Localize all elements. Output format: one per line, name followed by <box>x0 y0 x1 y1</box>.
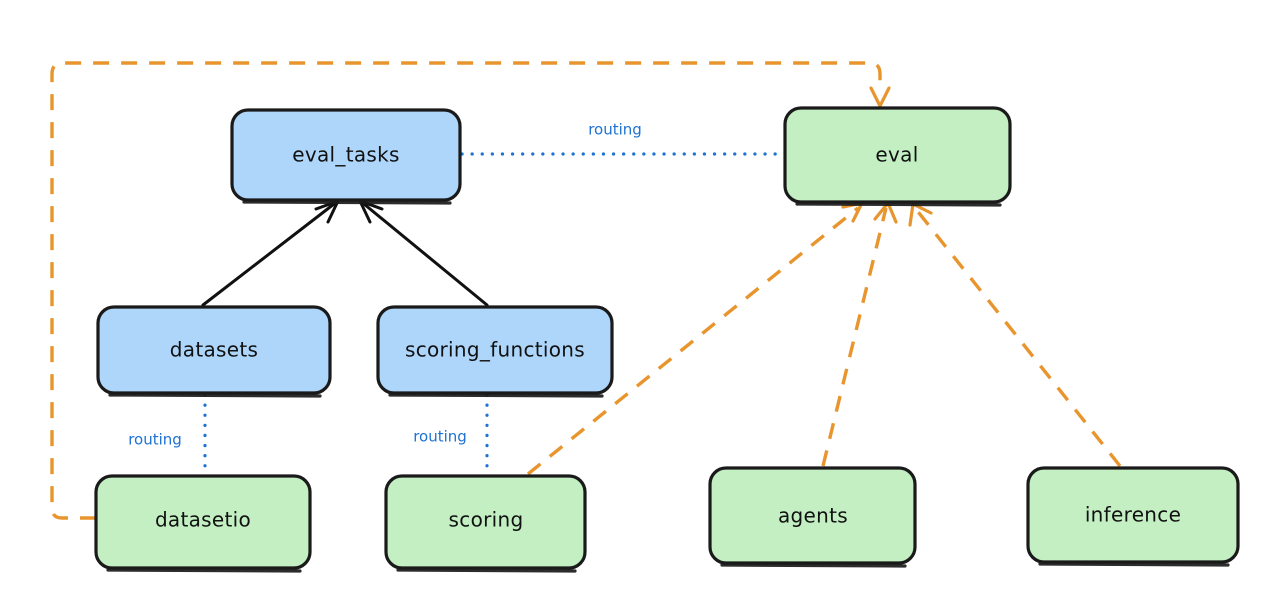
edge-labels: routing routing routing <box>128 121 642 449</box>
node-eval-tasks-shape[interactable] <box>230 108 462 202</box>
node-datasetio-shape[interactable] <box>94 474 312 570</box>
node-eval-label: eval <box>875 143 918 167</box>
edge-inference-to-eval <box>908 202 1122 468</box>
node-eval-tasks[interactable]: eval_tasks <box>230 108 462 205</box>
node-eval[interactable]: eval <box>783 106 1012 207</box>
edge-scoring-functions-to-eval-tasks <box>358 199 489 307</box>
routing-label-scoring-functions-scoring: routing <box>413 428 467 446</box>
node-agents-label: agents <box>778 504 848 528</box>
edge-agents-to-eval <box>821 201 898 467</box>
node-agents-shape[interactable] <box>708 466 917 565</box>
node-scoring-functions-shape[interactable] <box>376 305 614 395</box>
node-datasets-shape[interactable] <box>96 305 332 395</box>
node-inference-shape[interactable] <box>1026 466 1240 564</box>
routing-label-eval-tasks-eval: routing <box>588 121 642 139</box>
node-scoring-functions-label: scoring_functions <box>405 338 585 362</box>
node-eval-tasks-label: eval_tasks <box>292 143 399 167</box>
edge-datasetio-to-eval <box>50 61 891 520</box>
routing-edges <box>203 152 785 476</box>
node-datasetio-label: datasetio <box>155 508 251 532</box>
node-scoring-shape[interactable] <box>384 474 587 570</box>
node-scoring-label: scoring <box>449 508 524 532</box>
node-datasets-label: datasets <box>170 338 258 362</box>
node-datasets[interactable]: datasets <box>96 305 332 398</box>
node-inference[interactable]: inference <box>1026 466 1240 567</box>
routing-label-datasets-datasetio: routing <box>128 431 182 449</box>
dependency-edges <box>50 61 1122 520</box>
node-inference-label: inference <box>1085 503 1181 527</box>
node-agents[interactable]: agents <box>708 466 917 568</box>
node-scoring-functions[interactable]: scoring_functions <box>376 305 614 398</box>
solid-edges <box>201 199 489 307</box>
edge-datasets-to-eval-tasks <box>201 199 340 307</box>
node-eval-shape[interactable] <box>783 106 1012 204</box>
node-datasetio[interactable]: datasetio <box>94 474 312 573</box>
node-scoring[interactable]: scoring <box>384 474 587 573</box>
